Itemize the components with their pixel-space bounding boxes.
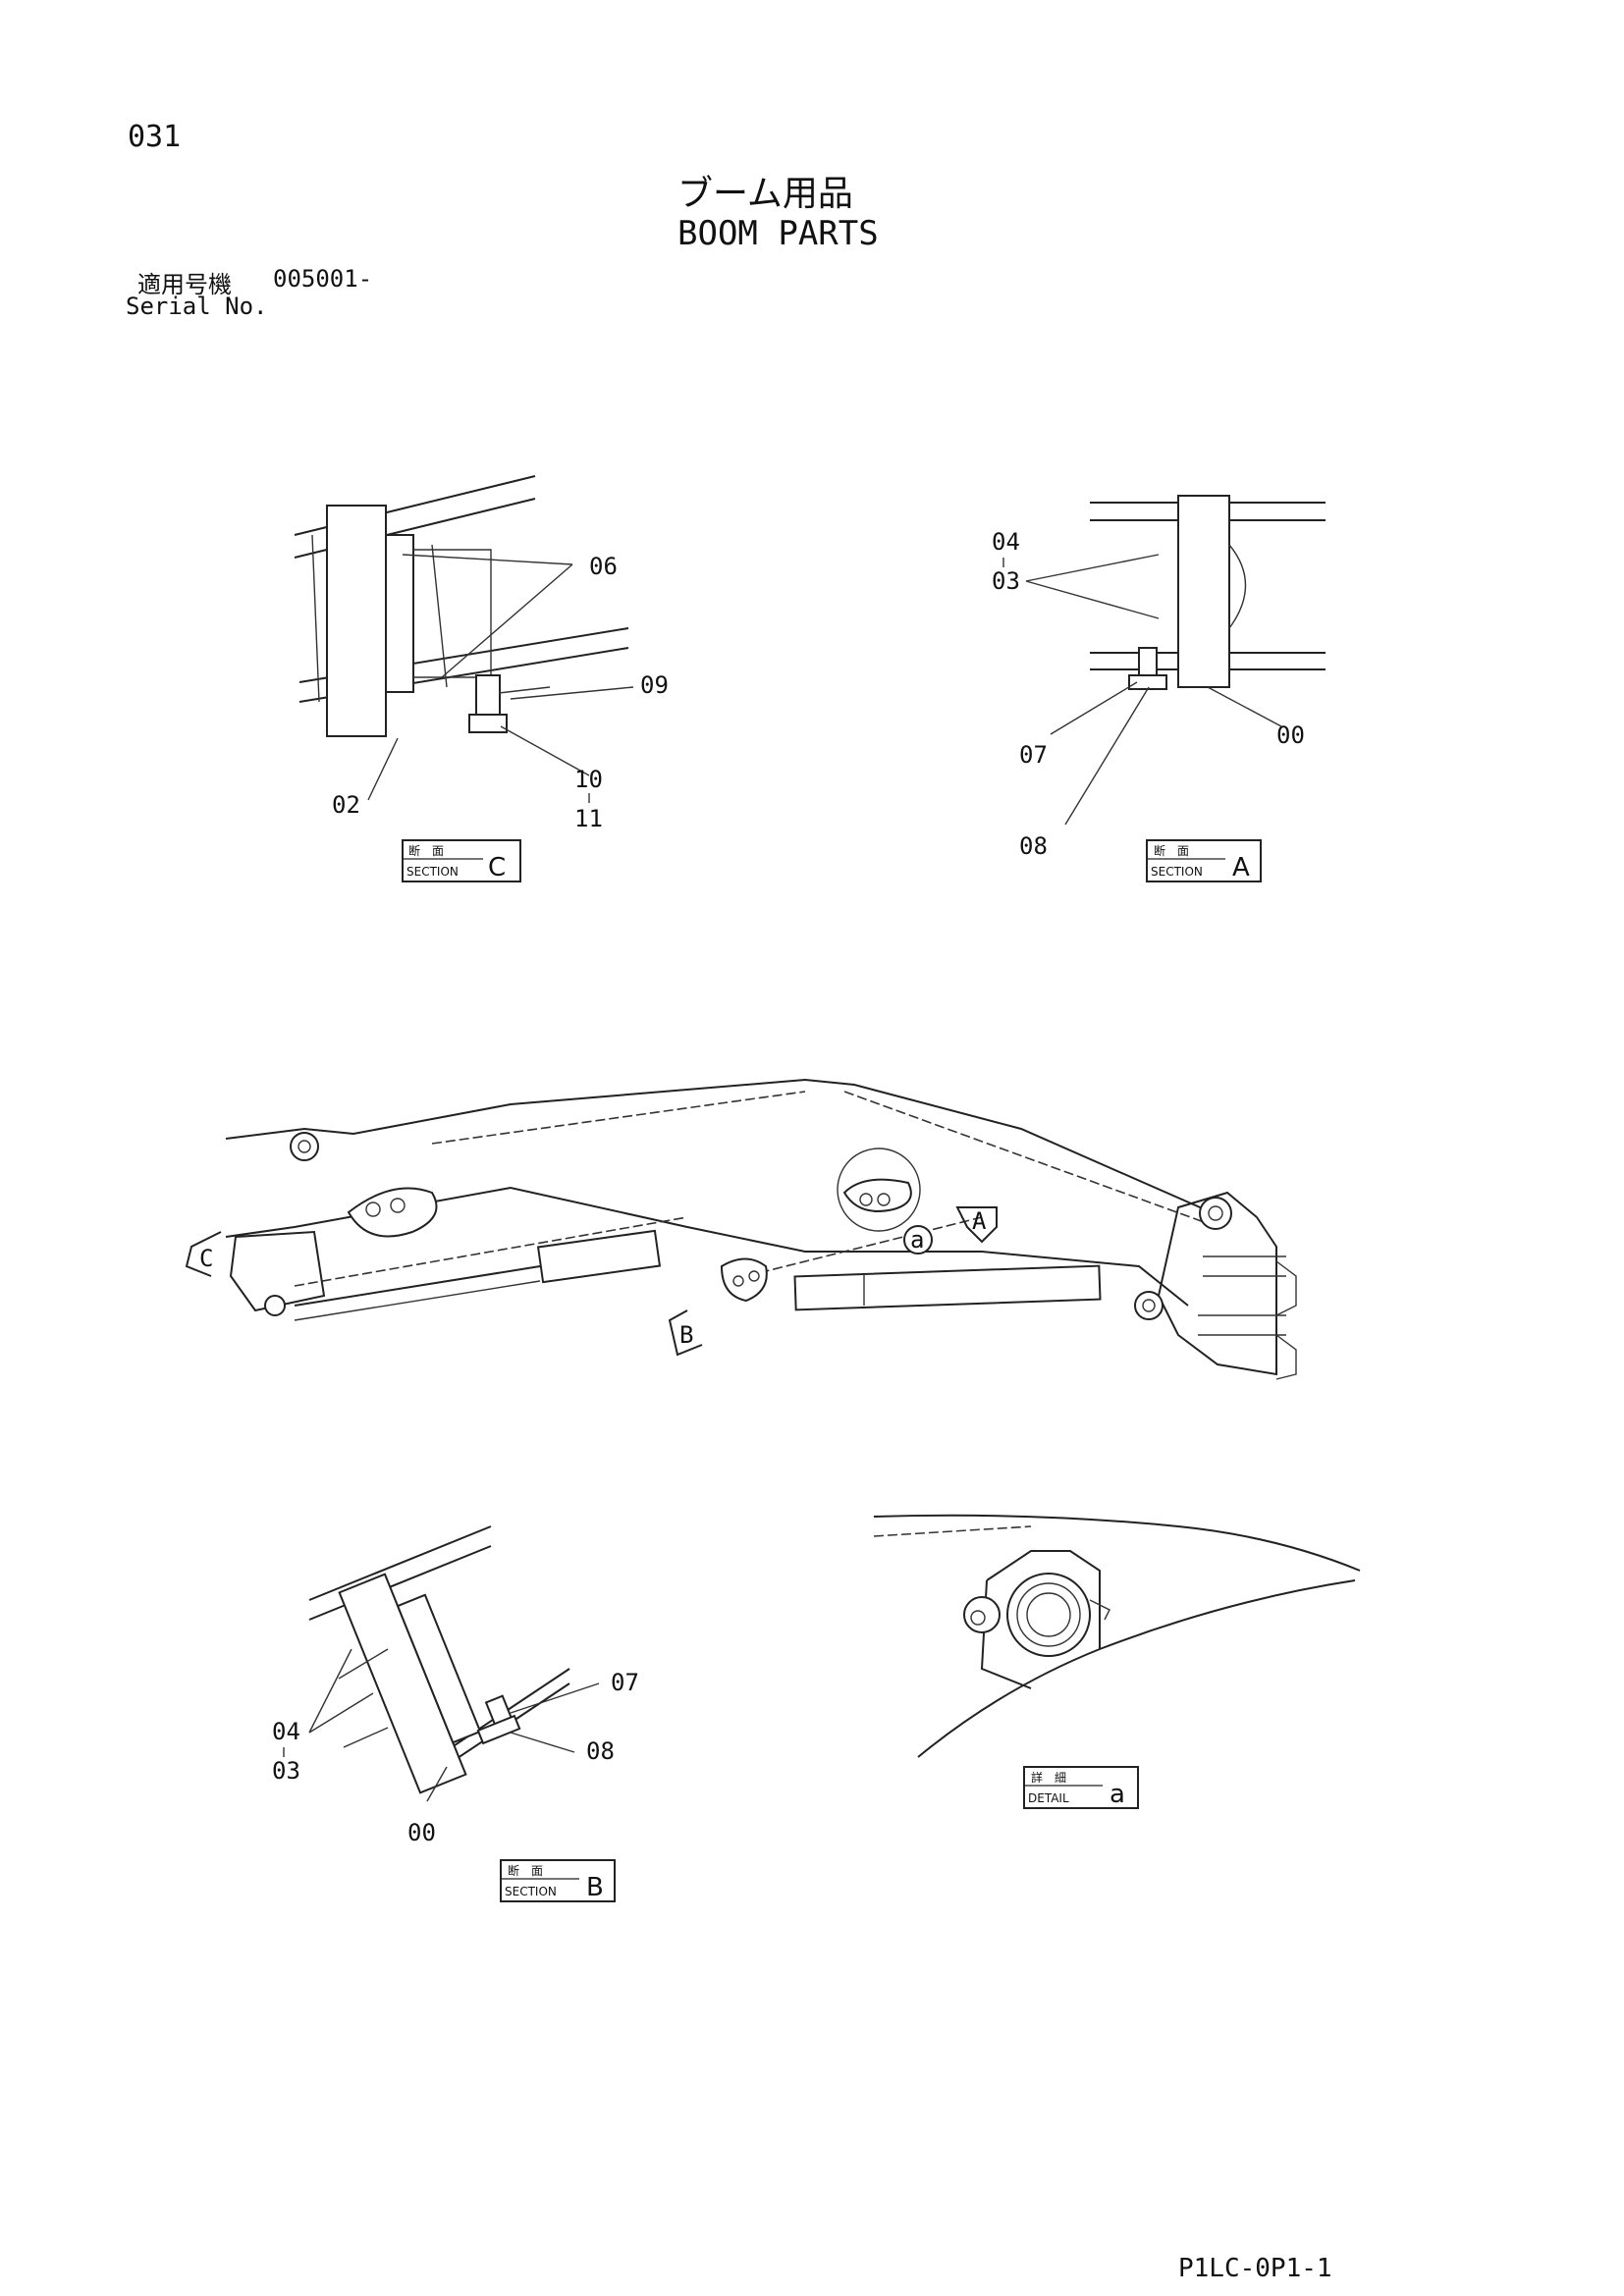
svg-text:SECTION: SECTION (505, 1885, 557, 1898)
svg-text:08: 08 (1019, 832, 1048, 860)
svg-text:03: 03 (272, 1757, 300, 1785)
svg-text:04: 04 (272, 1718, 300, 1745)
svg-text:SECTION: SECTION (1151, 865, 1203, 879)
section-a-tag: 断 面 SECTION A (1146, 839, 1262, 882)
callout-00: 00 (1276, 721, 1305, 749)
svg-text:07: 07 (1019, 741, 1048, 769)
svg-text:00: 00 (407, 1819, 436, 1846)
detail-a-marker: a (903, 1225, 933, 1255)
callout-07: 07 (1019, 741, 1048, 769)
section-b-marker: B (668, 1309, 703, 1357)
callout-07: 07 (611, 1669, 639, 1696)
callout-06: 06 (589, 553, 618, 580)
callout-03: 03 (992, 567, 1020, 595)
svg-text:C: C (488, 853, 506, 882)
drawing-code: P1LC-0P1-1 (1178, 2254, 1332, 2283)
svg-text:04: 04 (992, 528, 1020, 556)
svg-text:DETAIL: DETAIL (1028, 1791, 1069, 1805)
callout-04: 04 (992, 528, 1020, 556)
callout-00: 00 (407, 1819, 436, 1846)
section-c-tag: 断 面 SECTION C (402, 839, 521, 882)
svg-text:B: B (679, 1321, 693, 1349)
svg-text:07: 07 (611, 1669, 639, 1696)
svg-text:a: a (910, 1226, 924, 1254)
svg-text:00: 00 (1276, 721, 1305, 749)
svg-text:06: 06 (589, 553, 618, 580)
section-c-view: 06 09 10 11 02 断 面 SECTION C (294, 475, 669, 882)
detail-a-tag: 詳 細 DETAIL a (1023, 1766, 1139, 1809)
detail-a-view: 詳 細 DETAIL a (873, 1514, 1361, 1809)
serial-label-japanese: 適用号機 (137, 271, 232, 298)
callout-08: 08 (1019, 832, 1048, 860)
serial-number-value: 005001- (273, 265, 373, 293)
svg-text:C: C (199, 1245, 213, 1272)
svg-text:詳 細: 詳 細 (1031, 1770, 1066, 1785)
svg-text:09: 09 (640, 671, 669, 699)
serial-label-english: Serial No. (126, 293, 268, 320)
svg-text:断 面: 断 面 (408, 843, 444, 858)
svg-text:断 面: 断 面 (508, 1863, 543, 1878)
section-a-marker: A (955, 1206, 998, 1244)
svg-text:08: 08 (586, 1737, 615, 1765)
callout-08: 08 (586, 1737, 615, 1765)
svg-text:11: 11 (574, 805, 603, 832)
page-title-japanese: ブーム用品 (677, 174, 853, 214)
svg-text:断 面: 断 面 (1154, 843, 1189, 858)
page-title-english: BOOM PARTS (677, 214, 879, 253)
section-c-marker: C (185, 1231, 222, 1277)
callout-09: 09 (640, 671, 669, 699)
boom-overview: C A B a (185, 1078, 1297, 1380)
callout-02: 02 (332, 791, 360, 819)
svg-text:03: 03 (992, 567, 1020, 595)
svg-text:B: B (586, 1873, 604, 1902)
svg-text:A: A (972, 1207, 987, 1235)
svg-text:10: 10 (574, 766, 603, 793)
callout-11: 11 (574, 805, 603, 832)
svg-text:SECTION: SECTION (406, 865, 459, 879)
section-b-view: 07 08 04 03 00 断 面 SECTION B (272, 1525, 639, 1902)
svg-text:02: 02 (332, 791, 360, 819)
svg-text:A: A (1232, 853, 1250, 882)
svg-text:a: a (1110, 1780, 1125, 1809)
callout-03: 03 (272, 1757, 300, 1785)
callout-04: 04 (272, 1718, 300, 1745)
section-b-tag: 断 面 SECTION B (500, 1859, 616, 1902)
callout-10: 10 (574, 766, 603, 793)
section-a-view: 04 03 07 08 00 断 面 SECTION A (992, 495, 1326, 882)
page-number: 031 (128, 120, 182, 154)
